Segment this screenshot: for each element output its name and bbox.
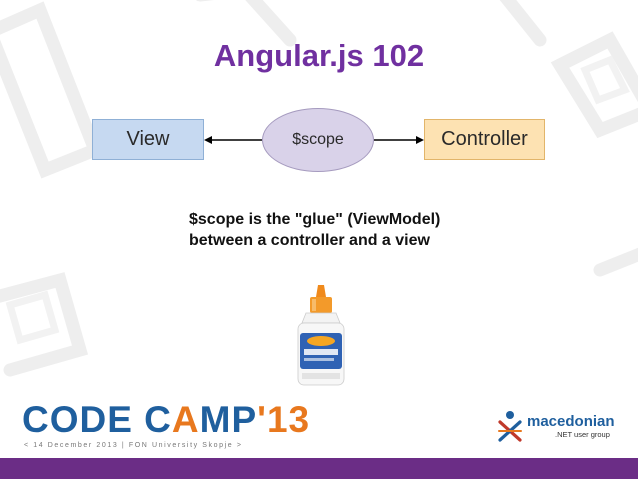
view-box: View (92, 119, 204, 160)
bottom-bar (0, 458, 638, 479)
codecamp-logo: CODE CAMP'13 < 14 December 2013 | FON Un… (22, 399, 311, 450)
usergroup-name: macedonian (527, 413, 615, 430)
codecamp-tagline: < 14 December 2013 | FON University Skop… (24, 442, 243, 449)
codecamp-logo-text: CODE CAMP'13 (22, 399, 311, 440)
arrowhead-left (204, 136, 212, 144)
macedonian-net-mark (498, 411, 522, 442)
scope-caption: $scope is the "glue" (ViewModel) between… (189, 209, 509, 251)
scope-ellipse: $scope (262, 108, 374, 172)
glue-bottle-image (297, 285, 345, 386)
slide-title: Angular.js 102 (213, 38, 425, 73)
macedonian-net-logo: macedonian .NET user group (497, 406, 617, 446)
usergroup-sub: .NET user group (555, 430, 610, 439)
caption-line-2: between a controller and a view (189, 232, 430, 249)
caption-line-1: $scope is the "glue" (ViewModel) (189, 211, 441, 228)
arrowhead-right (416, 136, 424, 144)
controller-box: Controller (424, 119, 545, 160)
